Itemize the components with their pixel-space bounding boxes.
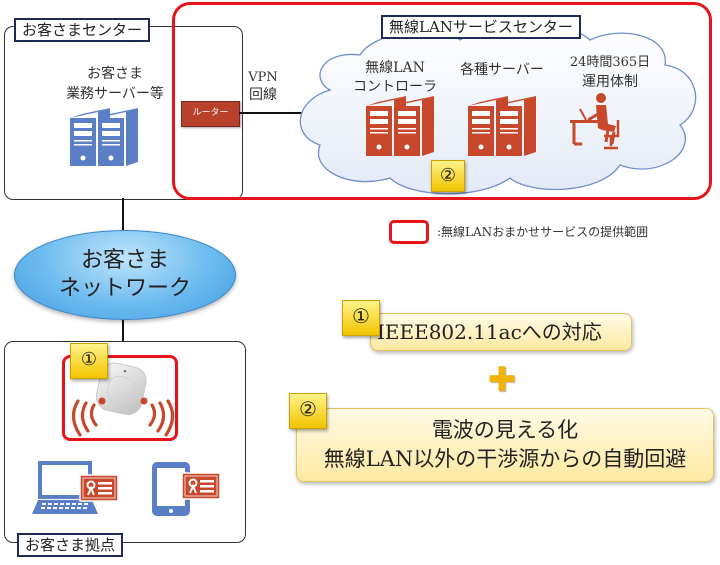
access-point-icon	[71, 362, 175, 437]
access-point-badge: ①	[70, 343, 108, 379]
controller-caption-line2: コントローラ	[353, 79, 437, 95]
vpn-label-line2: 回線	[249, 87, 277, 103]
service-range-frame	[172, 2, 712, 200]
network-label-line2: ネットワーク	[58, 276, 191, 301]
customer-servers-icon	[70, 108, 138, 166]
feature2-line2: 無線LAN以外の干渉源からの自動回避	[323, 447, 687, 471]
plus-icon: ✚	[487, 360, 517, 400]
feature2-line1: 電波の見える化	[431, 418, 579, 442]
feature2-box: 電波の見える化 無線LAN以外の干渉源からの自動回避	[296, 408, 714, 482]
router: ルーター	[181, 101, 240, 127]
vpn-label-line1: VPN	[248, 70, 278, 85]
feature1-box: IEEE802.11acへの対応	[370, 313, 632, 351]
tablet-icon	[152, 462, 221, 516]
wlan-controller-icon	[366, 96, 434, 156]
service-center-badge: ②	[431, 160, 465, 192]
controller-caption-line1: 無線LAN	[365, 60, 425, 76]
service-center-label: 無線LANサービスセンター	[381, 15, 581, 39]
customer-servers-caption-line1: お客さま	[87, 66, 143, 82]
various-servers-icon	[468, 96, 536, 156]
ops-caption-line1: 24時間365日	[569, 55, 651, 70]
laptop-id-card-icon	[79, 474, 119, 502]
vpn-line	[239, 112, 323, 114]
customer-servers-caption-line2: 業務サーバー等	[66, 86, 164, 102]
feature2-badge: ②	[289, 393, 327, 429]
feature1-text: IEEE802.11acへの対応	[377, 320, 602, 344]
tablet-id-card-icon	[181, 472, 221, 500]
network-label-line1: お客さま	[80, 248, 169, 273]
ops-caption-line2: 運用体制	[582, 74, 638, 90]
customer-center-label: お客さまセンター	[14, 18, 151, 42]
feature1-badge: ①	[342, 300, 380, 336]
legend-text: :無線LANおまかせサービスの提供範囲	[437, 225, 649, 239]
servers-caption: 各種サーバー	[460, 62, 544, 78]
operator-icon	[570, 93, 620, 150]
connector-bottom	[122, 318, 124, 342]
customer-network-node: お客さま ネットワーク	[14, 230, 236, 320]
laptop-icon	[32, 461, 119, 514]
customer-site-label: お客さま拠点	[17, 533, 124, 557]
connector-top	[122, 198, 124, 230]
legend-swatch	[389, 220, 429, 244]
